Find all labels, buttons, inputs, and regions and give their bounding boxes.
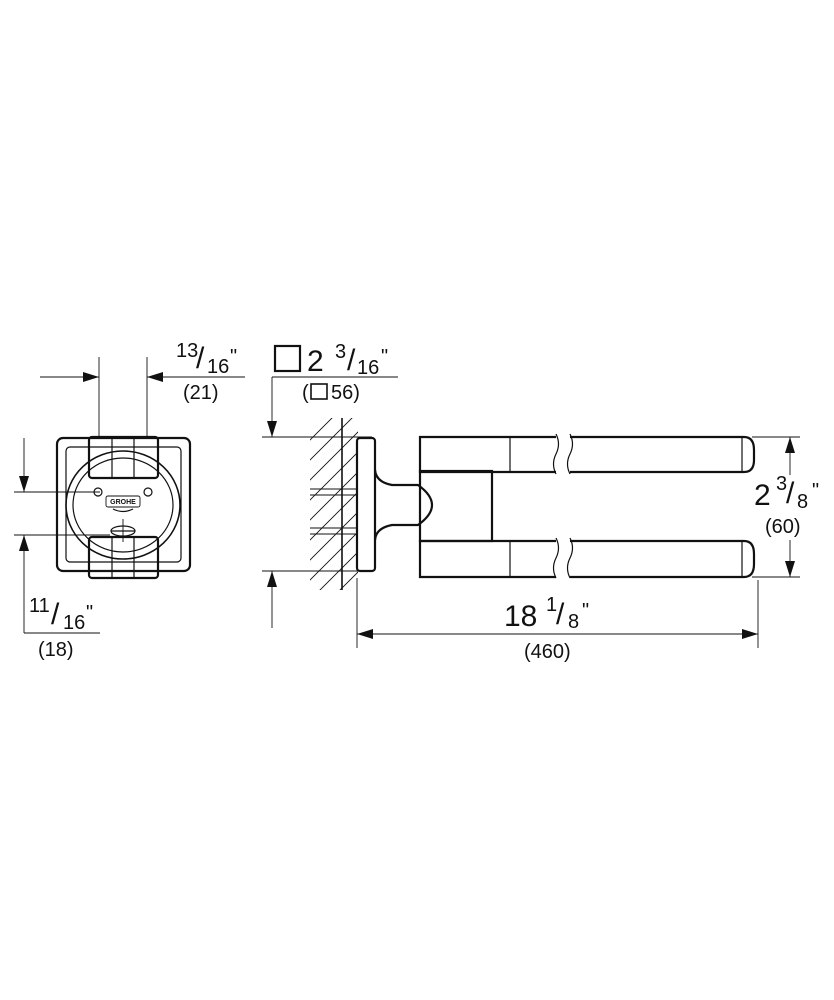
dim-bar-spacing: 2 3 / 8 " (60)	[754, 473, 819, 538]
svg-text:(18): (18)	[38, 639, 74, 661]
front-screw-right	[143, 487, 153, 497]
side-backplate	[355, 436, 377, 573]
svg-text:2: 2	[307, 345, 324, 378]
svg-text:/: /	[347, 344, 356, 377]
side-bar-bottom	[418, 539, 756, 579]
side-view	[310, 418, 756, 590]
svg-text:2: 2	[754, 479, 771, 512]
side-bar-top	[418, 435, 756, 474]
svg-text:13: 13	[176, 340, 198, 362]
svg-text:1: 1	[546, 594, 557, 616]
svg-text:18: 18	[504, 600, 537, 633]
svg-text:/: /	[556, 598, 565, 631]
svg-text:GROHE: GROHE	[110, 499, 136, 506]
svg-text:(: (	[302, 382, 309, 404]
front-view: GROHE	[55, 435, 192, 580]
svg-text:(21): (21)	[183, 382, 219, 404]
svg-text:16: 16	[357, 357, 379, 379]
front-bar-top	[87, 435, 160, 480]
svg-text:/: /	[786, 477, 795, 510]
dim-backplate-offset: 13 / 16 " (21)	[176, 340, 237, 404]
front-rosette-inner	[72, 457, 174, 553]
dim-backplate-size: 2 3 / 16 " ( 56)	[273, 341, 388, 404]
side-dimension-lines	[262, 376, 800, 648]
side-body	[418, 469, 494, 543]
square-symbol-small-icon	[310, 383, 328, 400]
svg-text:8: 8	[797, 491, 808, 513]
svg-text:16: 16	[63, 612, 85, 634]
svg-text:16: 16	[207, 356, 229, 378]
svg-text:": "	[381, 346, 388, 368]
dim-mount-offset: 11 / 16 " (18)	[29, 595, 93, 661]
wall-section	[310, 418, 358, 590]
side-neck	[373, 469, 434, 541]
svg-text:/: /	[196, 342, 205, 375]
svg-text:(460): (460)	[524, 641, 571, 663]
svg-text:": "	[230, 346, 237, 368]
grohe-logo: GROHE	[105, 495, 141, 513]
svg-text:11: 11	[29, 595, 50, 617]
square-symbol-icon	[273, 344, 302, 373]
svg-text:3: 3	[776, 473, 787, 495]
svg-text:/: /	[51, 598, 60, 631]
front-rosette	[65, 450, 181, 560]
svg-text:8: 8	[568, 611, 579, 633]
wall-screws	[310, 488, 358, 535]
dim-projection: 18 1 / 8 " (460)	[504, 594, 589, 663]
svg-text:56): 56)	[331, 382, 360, 404]
front-dimension-lines	[14, 357, 245, 634]
svg-text:": "	[812, 480, 819, 502]
front-bar-bottom	[87, 535, 160, 580]
svg-text:": "	[86, 602, 93, 624]
svg-text:(60): (60)	[765, 516, 801, 538]
svg-text:": "	[582, 600, 589, 622]
svg-text:3: 3	[335, 341, 346, 363]
